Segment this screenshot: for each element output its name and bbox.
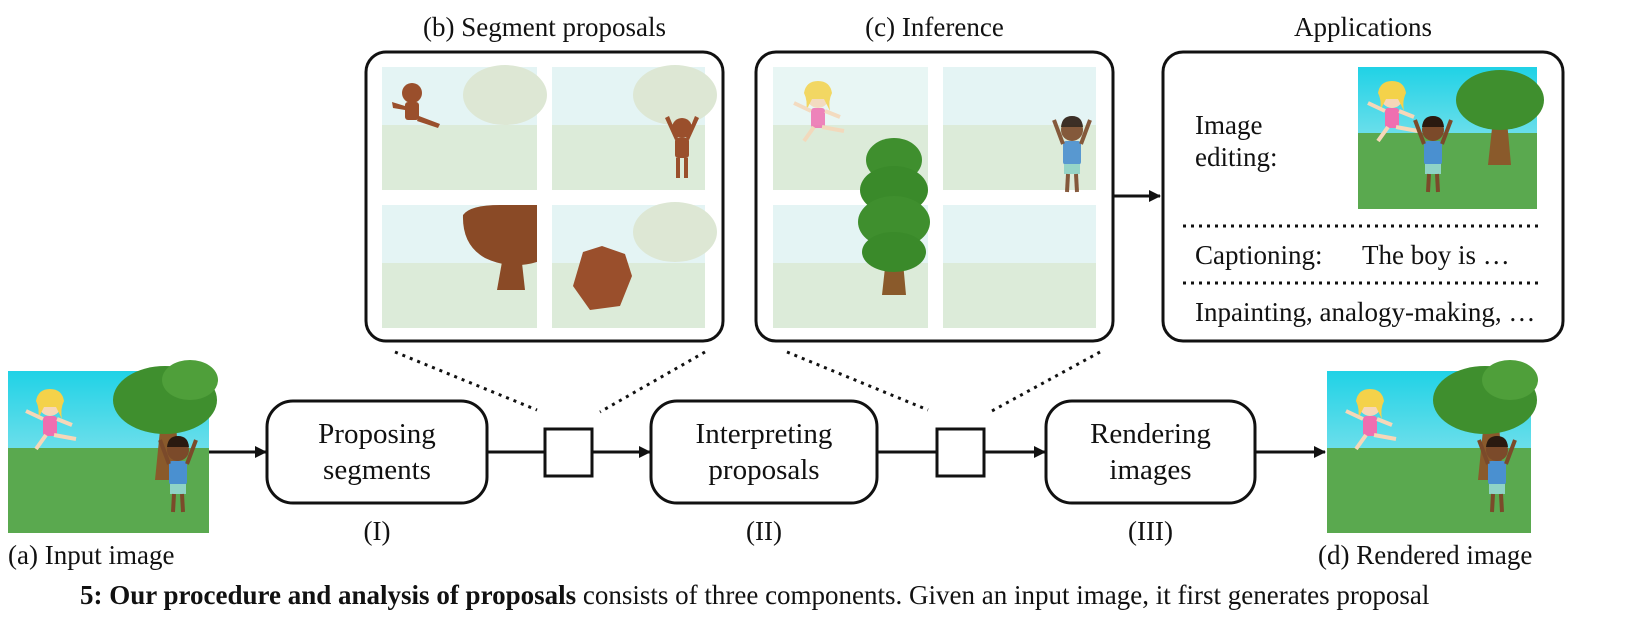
step2-label-line2: proposals [708, 454, 820, 486]
flow-connectors [209, 190, 1326, 458]
interpretation-set-square [935, 427, 986, 478]
step2-number: (II) [746, 516, 782, 546]
figure-caption: 5: Our procedure and analysis of proposa… [80, 580, 1630, 611]
step2-label-line1: Interpreting [695, 418, 833, 450]
inpainting-text: Inpainting, analogy-making, … [1195, 297, 1536, 327]
segment-proposals-panel [364, 50, 725, 343]
step-proposing-segments-box [265, 399, 489, 505]
image-editing-label-line2: editing: [1195, 142, 1278, 172]
step3-label-line1: Rendering [1090, 418, 1211, 450]
step-interpreting-proposals-box [649, 399, 879, 505]
step3-number: (III) [1128, 516, 1173, 546]
rendered-image [1327, 360, 1538, 533]
step1-number: (I) [363, 516, 391, 546]
captioning-label: Captioning: [1195, 240, 1323, 270]
inference-panel [754, 50, 1115, 343]
applications-panel [1161, 50, 1565, 343]
figure-caption-bold: 5: Our procedure and analysis of proposa… [80, 580, 577, 610]
input-image [8, 360, 218, 533]
proposal-set-square [543, 427, 594, 478]
image-editing-label-line1: Image [1195, 110, 1263, 140]
step1-label-line2: segments [323, 454, 431, 486]
step-rendering-images-box [1044, 399, 1257, 505]
step3-label-line2: images [1109, 454, 1192, 486]
segment-proposals-title: (b) Segment proposals [423, 12, 666, 42]
input-image-caption: (a) Input image [8, 540, 175, 570]
rendered-image-caption: (d) Rendered image [1318, 540, 1533, 570]
figure-caption-rest: consists of three components. Given an i… [576, 580, 1430, 610]
step1-label-line1: Proposing [318, 418, 436, 450]
captioning-text: The boy is … [1362, 240, 1510, 270]
zoom-lines [394, 350, 1101, 414]
inference-title: (c) Inference [865, 12, 1004, 42]
applications-title: Applications [1294, 12, 1432, 42]
